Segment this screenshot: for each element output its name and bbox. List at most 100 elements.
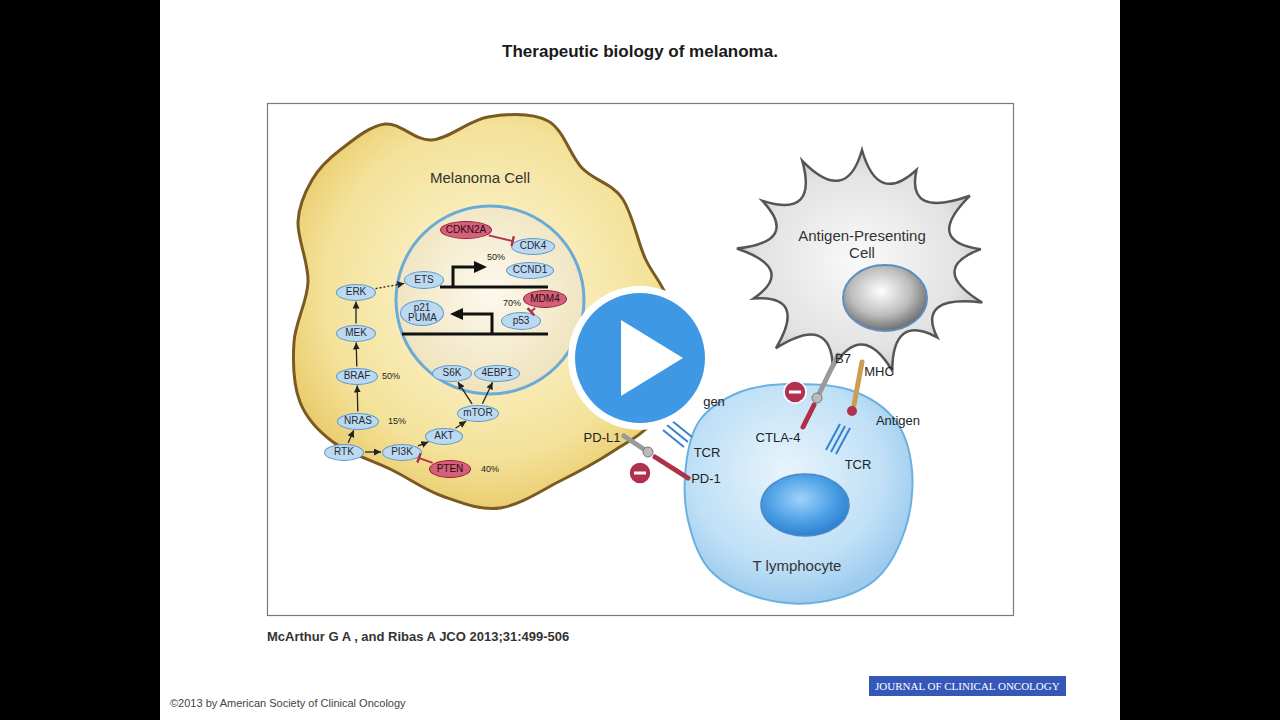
receptor-label: PD-L1 [584, 430, 621, 445]
gene-oval: PTEN [429, 460, 471, 478]
oval-text: PI3K [391, 447, 413, 457]
cell-nucleus [843, 265, 927, 331]
tcr-receptor [836, 428, 850, 454]
protein-oval: p21 PUMA [400, 300, 444, 326]
receptor-knob [812, 393, 822, 403]
frequency-label: 40% [481, 464, 499, 474]
tcr-receptor [831, 426, 845, 452]
gene-oval: MDM4 [523, 290, 567, 308]
oval-text: CDKN2A [446, 225, 487, 235]
inhibition-symbol [629, 462, 651, 484]
antigen-dot [847, 406, 857, 416]
antigen-presenting-cell: Antigen-Presenting Cell [728, 142, 996, 382]
transcription-arrow [462, 314, 492, 334]
activation-arrow [418, 442, 428, 446]
journal-banner: JOURNAL OF CLINICAL ONCOLOGY [869, 676, 1066, 696]
tcr-receptor [671, 420, 692, 437]
inhibition-symbol [784, 381, 806, 403]
tcr-receptor [663, 430, 684, 447]
oval-text: AKT [434, 431, 453, 441]
minus-sign [789, 391, 801, 394]
protein-oval: S6K [432, 365, 472, 382]
gene-line [402, 333, 548, 336]
protein-oval: p53 [501, 312, 541, 330]
receptor-label: TCR [845, 457, 872, 472]
protein-oval: AKT [425, 428, 463, 445]
protein-oval: NRAS [337, 413, 379, 430]
oval-text: PTEN [437, 464, 464, 474]
activation-arrow [455, 421, 466, 428]
activation-arrow [348, 430, 354, 442]
receptor-label: TCR [694, 445, 721, 460]
protein-oval: 4EBP1 [474, 365, 520, 382]
activation-arrow [355, 302, 356, 324]
play-button [575, 293, 705, 423]
gene-line [440, 286, 548, 289]
tcr-receptor [826, 424, 840, 450]
arrow-head [474, 261, 487, 273]
oval-text: RTK [334, 447, 354, 457]
oval-text: ERK [346, 287, 367, 297]
protein-oval: ERK [336, 284, 376, 301]
play-triangle [621, 320, 683, 396]
play-button-ring [568, 286, 712, 430]
side-bar [0, 0, 160, 720]
activation-arrow [365, 451, 381, 452]
oval-text: NRAS [344, 416, 372, 426]
oval-text: MDM4 [530, 294, 559, 304]
gene-oval: CDKN2A [440, 221, 492, 239]
transcription-arrow [453, 267, 475, 287]
protein-oval: BRAF [336, 368, 378, 385]
cell-label: T lymphocyte [727, 557, 867, 574]
frequency-label: 50% [382, 371, 400, 381]
side-bar [1120, 0, 1280, 720]
oval-text: p21 PUMA [408, 303, 436, 323]
oval-text: S6K [443, 368, 462, 378]
oval-text: MEK [345, 328, 367, 338]
figure-frame [268, 104, 1014, 616]
receptor-label: MHC [864, 364, 894, 379]
activation-arrow [357, 385, 359, 411]
oval-text: CDK4 [520, 241, 547, 251]
oval-text: ETS [414, 275, 433, 285]
receptor-label: gen [703, 394, 725, 409]
pd-1-receptor [655, 457, 688, 478]
cell-membrane [737, 150, 982, 371]
b7-ligand [819, 355, 838, 394]
oval-text: BRAF [344, 371, 371, 381]
frequency-label: 15% [388, 416, 406, 426]
protein-oval: PI3K [382, 444, 422, 461]
receptor-label: Antigen [876, 413, 920, 428]
oval-text: CCND1 [513, 265, 547, 275]
oval-text: p53 [513, 316, 530, 326]
protein-oval: CCND1 [506, 262, 554, 279]
protein-oval: CDK4 [511, 238, 555, 255]
protein-oval: RTK [324, 444, 364, 461]
oval-text: mTOR [463, 408, 492, 418]
minus-sign [634, 472, 646, 475]
protein-oval: ETS [404, 271, 444, 289]
cell-nucleus [761, 474, 849, 536]
ctla-4-receptor [803, 405, 814, 427]
protein-oval: MEK [336, 325, 376, 342]
citation-caption: McArthur G A , and Ribas A JCO 2013;31:4… [267, 629, 569, 644]
activation-arrow [482, 382, 492, 403]
mhc-molecule [854, 362, 862, 405]
receptor-label: PD-1 [691, 471, 721, 486]
cell-nucleus [396, 206, 584, 394]
copyright-note: ©2013 by American Society of Clinical On… [170, 697, 406, 709]
tcr-receptor [667, 425, 688, 442]
activation-arrow [376, 283, 405, 288]
inhibition-connector [489, 235, 513, 241]
inhibition-connector [419, 458, 433, 463]
slide-title: Therapeutic biology of melanoma. [502, 42, 778, 62]
activation-arrow [458, 382, 472, 404]
arrow-head [450, 308, 463, 320]
protein-oval: mTOR [457, 405, 499, 422]
receptor-label: CTLA-4 [756, 430, 801, 445]
cell-label: Melanoma Cell [395, 169, 565, 186]
cell-membrane [685, 384, 913, 604]
cell-outline [728, 142, 996, 382]
pd-l1-receptor [624, 436, 645, 450]
